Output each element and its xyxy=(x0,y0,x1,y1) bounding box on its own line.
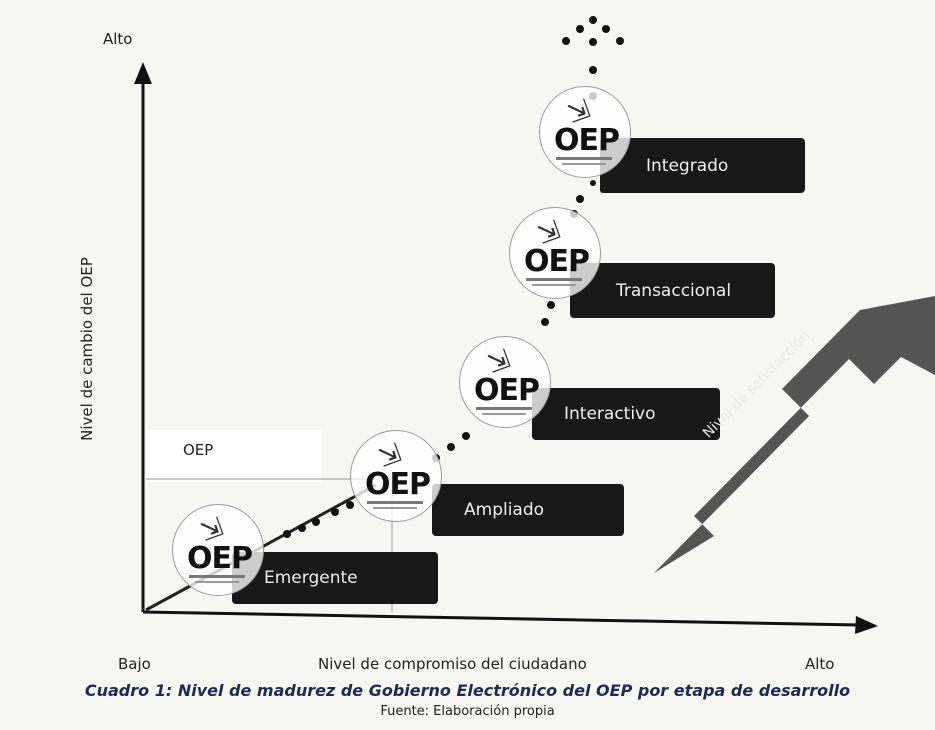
x-axis-arrowhead xyxy=(855,616,878,634)
y-axis-top-label: Alto xyxy=(103,30,133,48)
x-axis-title: Nivel de compromiso del ciudadano xyxy=(318,655,587,673)
oep-logo-text: OEP xyxy=(474,373,540,408)
oep-logo-transaccional: ⇲ OEP xyxy=(509,207,601,299)
figure-source: Fuente: Elaboración propia xyxy=(380,704,555,719)
stage-box-transaccional: Transaccional xyxy=(570,263,775,318)
oep-reference-box xyxy=(146,430,321,482)
stage-label-interactivo: Interactivo xyxy=(564,404,656,424)
figure-caption: Cuadro 1: Nivel de madurez de Gobierno E… xyxy=(84,681,851,700)
stage-box-emergente: Emergente xyxy=(232,552,438,604)
oep-logo-text: OEP xyxy=(554,123,620,158)
stage-label-integrado: Integrado xyxy=(646,155,729,176)
stage-label-transaccional: Transaccional xyxy=(616,280,732,301)
oep-reference-label: OEP xyxy=(183,441,214,459)
oep-logo-text: OEP xyxy=(365,467,431,502)
stage-box-integrado: Integrado xyxy=(600,138,805,193)
x-axis-right-label: Alto xyxy=(805,655,835,673)
progression-dots xyxy=(283,16,624,538)
x-axis xyxy=(142,610,861,627)
stage-box-ampliado: Ampliado xyxy=(432,484,624,536)
y-axis-title: Nivel de cambio del OEP xyxy=(78,257,96,441)
oep-logo-interactivo: ⇲ OEP xyxy=(459,336,551,428)
satisfaction-arrow xyxy=(654,296,935,573)
oep-logo-text: OEP xyxy=(524,244,590,279)
stage-label-ampliado: Ampliado xyxy=(464,500,545,520)
oep-logo-ampliado: ⇲ OEP xyxy=(350,430,442,522)
stage-label-emergente: Emergente xyxy=(264,568,358,588)
oep-logo-integrado: ⇲ OEP xyxy=(539,86,631,178)
y-axis-arrowhead xyxy=(134,62,152,84)
x-axis-left-label: Bajo xyxy=(118,655,151,673)
oep-logo-emergente: ⇲ OEP xyxy=(172,504,264,596)
stage-box-interactivo: Interactivo xyxy=(532,388,720,440)
oep-logo-text: OEP xyxy=(187,541,253,576)
